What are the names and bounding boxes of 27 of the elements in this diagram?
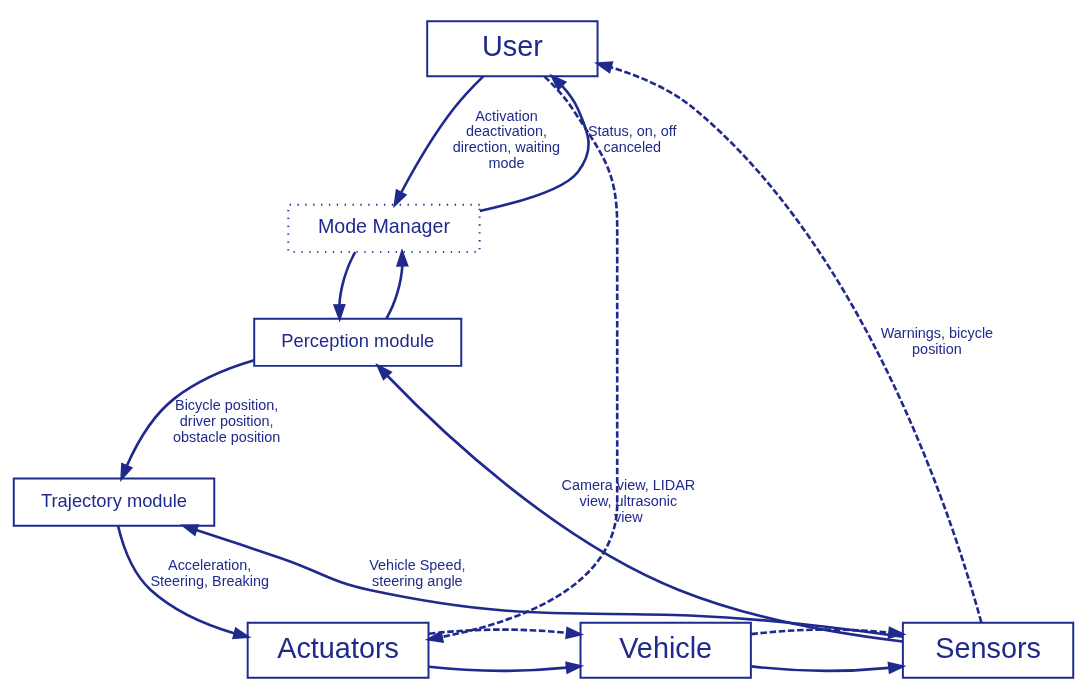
arrow: [332, 251, 357, 322]
arrow: [116, 525, 252, 639]
arrow: [393, 74, 485, 208]
arrow: [479, 73, 590, 212]
arrow: [428, 625, 585, 639]
arrow: [428, 660, 585, 674]
node-box: Trajectory module: [12, 477, 216, 527]
edge-label: Camera view, LIDAR view, ultrasonic view: [561, 476, 696, 525]
arrow: [751, 661, 907, 674]
edge-label: Status, on, off canceled: [587, 122, 677, 155]
arrow: [120, 358, 255, 482]
edge-label: Activation deactivation, direction, waiting mode: [452, 107, 561, 171]
node-box: Actuators: [246, 621, 430, 679]
node-box: Vehicle: [579, 621, 752, 679]
node-box: Sensors: [901, 621, 1075, 679]
edge-label: Bicycle position, driver position, obstacle position: [173, 396, 281, 445]
edge-label: Acceleration, Steering, Breaking: [150, 556, 269, 589]
arrow: [424, 75, 619, 643]
arrow: [594, 60, 983, 623]
edge-label: Vehicle Speed, steering angle: [369, 556, 466, 589]
node-box: Perception module: [253, 317, 463, 367]
edge-label: Warnings, bicycle position: [880, 324, 994, 357]
arrow: [385, 247, 409, 319]
node-box: Mode Manager: [287, 203, 481, 253]
arrow: [375, 362, 903, 643]
node-box: User: [426, 19, 599, 77]
arrow: [179, 523, 904, 638]
